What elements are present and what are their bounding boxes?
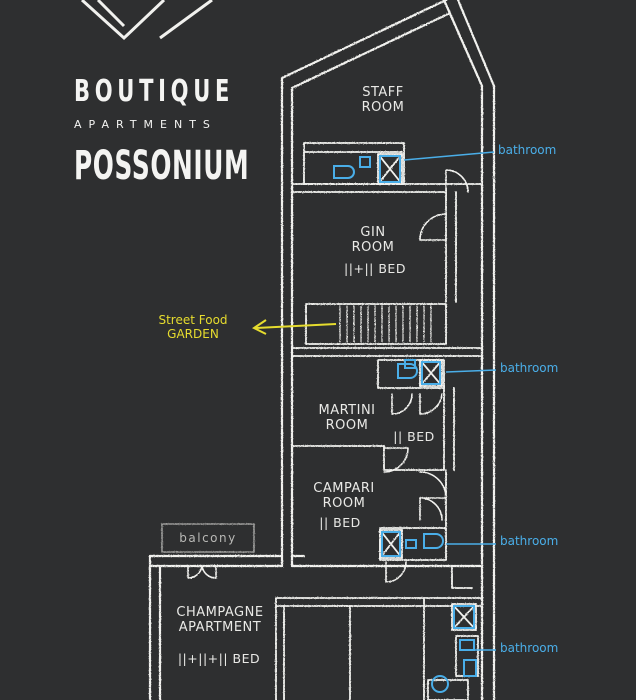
champagne-apartment-label-line2: APARTMENT — [178, 619, 262, 635]
balcony-outline — [161, 523, 255, 553]
campari-room-label: CAMPARI ROOM — [306, 481, 382, 512]
gin-room-label-line2: ROOM — [351, 239, 395, 255]
bathroom-label-staff: bathroom — [498, 143, 557, 157]
logo-title-possonium: POSSONIUM — [74, 143, 250, 189]
bathroom-label-champagne: bathroom — [500, 641, 559, 655]
street-food-garden-label: Street Food GARDEN — [146, 313, 240, 342]
staff-room-label-line2: ROOM — [361, 99, 405, 115]
staff-room-label-line1: STAFF — [362, 85, 404, 100]
gin-room-label-line1: GIN — [360, 225, 386, 240]
logo-chevron — [80, 0, 213, 41]
street-food-arrow — [252, 319, 337, 335]
logo-title-boutique: BOUTIQUE — [74, 74, 235, 109]
balcony-label: balcony — [179, 531, 237, 545]
martini-room-bed-label: || BED — [393, 429, 435, 444]
campari-room-label-line2: ROOM — [322, 495, 366, 511]
bathroom-leaders — [403, 151, 497, 651]
street-food-label-line1: Street Food — [158, 313, 228, 327]
campari-room-label-line1: CAMPARI — [313, 481, 375, 496]
bathroom-label-martini: bathroom — [500, 361, 559, 375]
interior-walls — [275, 142, 483, 700]
martini-room-label: MARTINI ROOM — [312, 403, 382, 434]
champagne-apartment-bed-label: ||+||+|| BED — [177, 651, 261, 666]
gin-room-bed-label: ||+|| BED — [344, 261, 406, 276]
gin-room-label: GIN ROOM — [338, 225, 408, 256]
staff-room-label: STAFF ROOM — [348, 85, 418, 116]
champagne-apartment-label: CHAMPAGNE APARTMENT — [170, 605, 270, 636]
bathroom-label-campari: bathroom — [500, 534, 559, 548]
martini-room-label-line2: ROOM — [325, 417, 369, 433]
martini-room-label-line1: MARTINI — [318, 403, 376, 418]
bathroom-fixtures — [333, 155, 477, 693]
logo-subtitle-apartments: APARTMENTS — [74, 118, 217, 131]
campari-room-bed-label: || BED — [319, 515, 361, 530]
champagne-apartment-label-line1: CHAMPAGNE — [176, 605, 264, 620]
doors — [187, 169, 469, 607]
street-food-label-line2: GARDEN — [167, 326, 219, 341]
